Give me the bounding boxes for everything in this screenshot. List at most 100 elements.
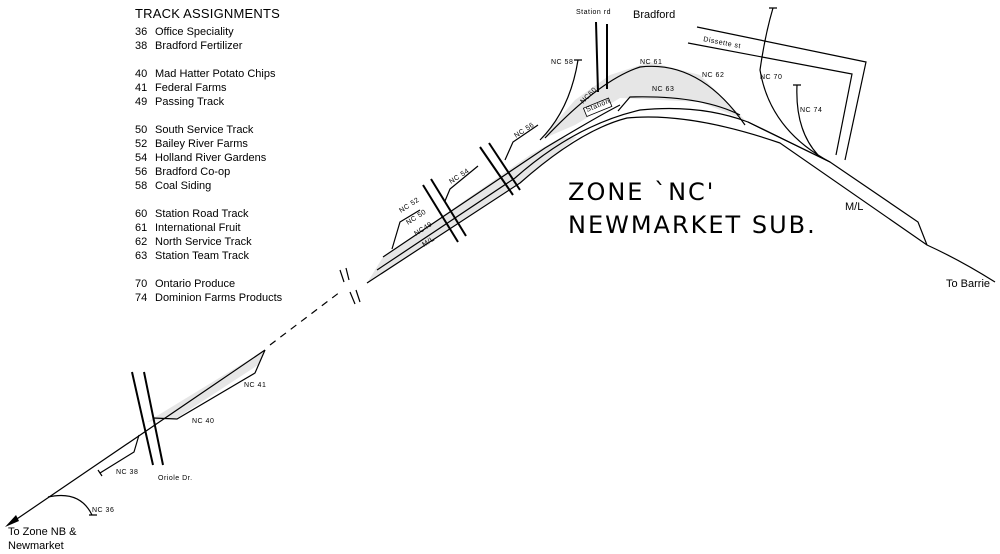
legend-item: 50 South Service Track: [135, 123, 282, 137]
track-number: 58: [135, 180, 148, 192]
track-number: 41: [135, 82, 148, 94]
road-west-crossing: [422, 178, 467, 243]
track-nc54: [444, 165, 479, 202]
legend-item: 58 Coal Siding: [135, 179, 282, 193]
label-nc36: NC 36: [92, 507, 114, 514]
road-east-crossing: [479, 142, 521, 196]
legend-item: 40 Mad Hatter Potato Chips: [135, 67, 282, 81]
label-nc54: NC 54: [448, 168, 471, 186]
track-number: 36: [135, 26, 148, 38]
road-dissette-st: [687, 26, 867, 161]
track-name: South Service Track: [155, 124, 254, 136]
track-name: Bradford Fertilizer: [155, 40, 243, 52]
label-to-barrie: To Barrie: [946, 278, 990, 290]
track-name: Passing Track: [155, 96, 225, 108]
label-nc62: NC 62: [702, 72, 724, 79]
legend-item: 70 Ontario Produce: [135, 277, 282, 291]
track-name: Coal Siding: [155, 180, 212, 192]
track-number: 38: [135, 40, 148, 52]
track-number: 61: [135, 222, 148, 234]
track-number: 52: [135, 138, 148, 150]
zone-title: ZONE `NC': [568, 178, 715, 206]
legend-item: 61 International Fruit: [135, 221, 282, 235]
bridge-marks-icon: [339, 267, 361, 305]
track-number: 54: [135, 152, 148, 164]
track-nc52: [391, 209, 421, 250]
main-line-upper: [747, 121, 928, 246]
road-station-rd: [595, 21, 608, 93]
legend-rows: 36 Office Speciality 38 Bradford Fertilizer…: [135, 25, 282, 305]
track-name: Bradford Co-op: [155, 166, 231, 178]
legend-item: 36 Office Speciality: [135, 25, 282, 39]
legend-item: 56 Bradford Co-op: [135, 165, 282, 179]
track-name: Dominion Farms Products: [155, 292, 283, 304]
track-nc49: [376, 107, 831, 271]
track-nc38: [97, 434, 140, 477]
track-name: North Service Track: [155, 236, 252, 248]
track-name: Bailey River Farms: [155, 138, 248, 150]
track-name: Holland River Gardens: [155, 152, 267, 164]
legend-item: 52 Bailey River Farms: [135, 137, 282, 151]
legend-item: 62 North Service Track: [135, 235, 282, 249]
label-nc58: NC 58: [551, 59, 573, 66]
track-number: 63: [135, 250, 148, 262]
legend-item: 54 Holland River Gardens: [135, 151, 282, 165]
label-nc74: NC 74: [800, 107, 822, 114]
legend-item: 63 Station Team Track: [135, 249, 282, 263]
track-name: Station Team Track: [155, 250, 249, 262]
label-bradford: Bradford: [633, 9, 675, 21]
track-nc50: [382, 104, 621, 258]
label-nc61: NC 61: [640, 59, 662, 66]
track-number: 40: [135, 68, 148, 80]
track-nc70: [759, 7, 831, 163]
yard-shading-south: [147, 350, 265, 422]
label-nc40: NC 40: [192, 418, 214, 425]
legend-title: TRACK ASSIGNMENTS: [135, 6, 280, 21]
label-dissette-st: Dissette st: [703, 36, 742, 50]
track-number: 74: [135, 292, 148, 304]
main-line-west: [7, 349, 266, 526]
label-oriole-dr: Oriole Dr.: [158, 475, 193, 482]
track-nc58: [539, 59, 582, 141]
main-line-dashed: [269, 291, 341, 346]
label-to-zone-nb-line1: To Zone NB &: [8, 526, 77, 538]
label-ml-east: M/L: [845, 201, 863, 213]
label-nc41: NC 41: [244, 382, 266, 389]
legend-item: 49 Passing Track: [135, 95, 282, 109]
track-nc41: [152, 349, 266, 420]
track-nc63: [617, 96, 741, 116]
track-number: 56: [135, 166, 148, 178]
label-nc38: NC 38: [116, 469, 138, 476]
main-line: [366, 116, 996, 284]
station-building: [582, 97, 613, 118]
track-name: Office Speciality: [155, 26, 234, 38]
subdivision-title: NEWMARKET SUB.: [568, 211, 817, 239]
track-number: 70: [135, 278, 148, 290]
legend-item: 38 Bradford Fertilizer: [135, 39, 282, 53]
track-number: 62: [135, 236, 148, 248]
label-nc70: NC 70: [760, 74, 782, 81]
arrow-to-zone-nb-icon: [5, 515, 19, 527]
legend-item: 74 Dominion Farms Products: [135, 291, 282, 305]
track-nc56: [504, 124, 539, 161]
legend-item: 60 Station Road Track: [135, 207, 282, 221]
track-nc74: [793, 84, 819, 156]
label-to-zone-nb-line2: Newmarket: [8, 540, 64, 552]
track-name: Mad Hatter Potato Chips: [155, 68, 276, 80]
track-name: Ontario Produce: [155, 278, 236, 290]
track-nc61-62: [544, 65, 746, 139]
yard-shading-west: [367, 137, 577, 283]
track-number: 50: [135, 124, 148, 136]
label-nc63: NC 63: [652, 86, 674, 93]
track-name: Station Road Track: [155, 208, 249, 220]
track-nc36: [47, 494, 97, 516]
yard-shading-station: [540, 62, 745, 140]
track-number: 49: [135, 96, 148, 108]
track-number: 60: [135, 208, 148, 220]
label-nc56: NC 56: [513, 122, 536, 140]
label-station-rd: Station rd: [576, 9, 611, 16]
track-name: International Fruit: [155, 222, 241, 234]
